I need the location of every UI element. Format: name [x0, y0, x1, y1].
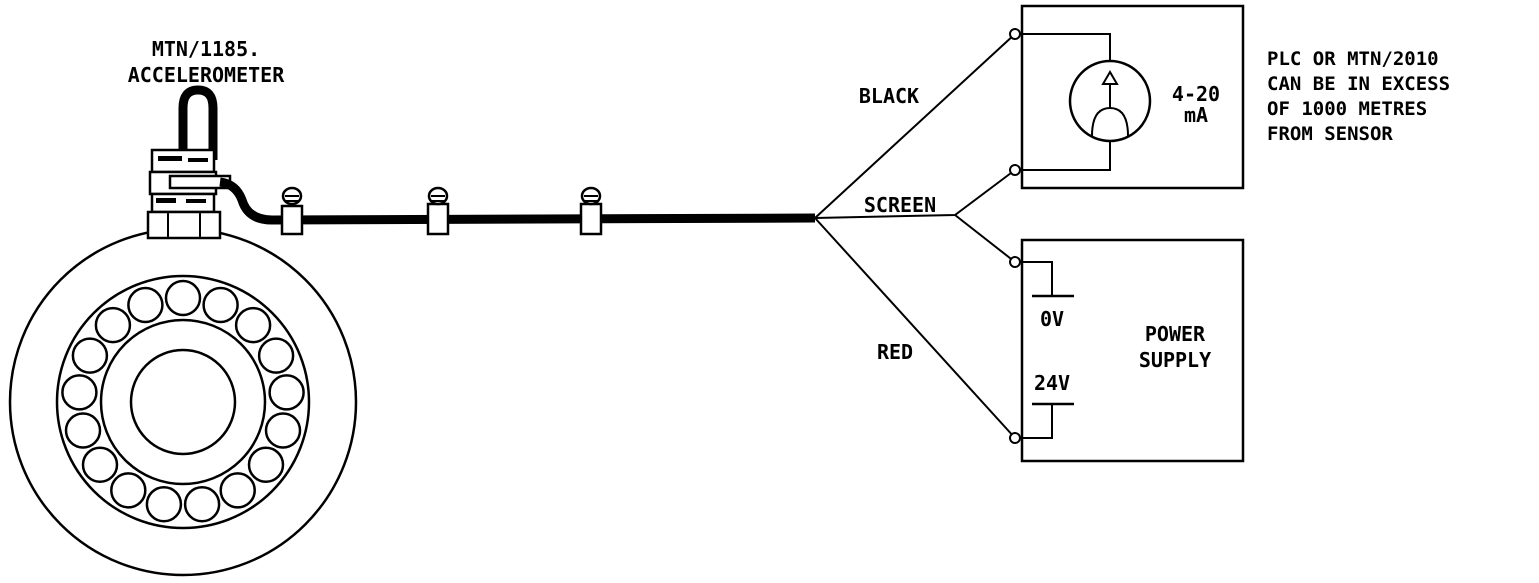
psu-terminal-top	[1009, 256, 1021, 268]
sensor-texture-2	[188, 158, 208, 162]
rolling-element	[257, 337, 295, 374]
rolling-elements	[61, 279, 305, 523]
bearing-race-outer	[55, 274, 311, 530]
screen-wire-label: SCREEN	[864, 193, 936, 217]
rolling-element	[234, 306, 272, 344]
rolling-element	[219, 472, 256, 509]
rolling-element	[64, 412, 102, 449]
sensor-texture-3	[156, 198, 176, 203]
sensor-mounting-nut	[146, 210, 222, 240]
psu-lead-24v	[1020, 404, 1053, 439]
ammeter-symbol	[1068, 59, 1152, 143]
sensor-texture-4	[186, 199, 206, 203]
meter-terminal-top	[1009, 28, 1021, 40]
rolling-element	[110, 472, 147, 509]
plc-note-line3: OF 1000 METRES	[1267, 98, 1427, 120]
rolling-element	[145, 485, 183, 523]
meter-box: 4-20 mA	[1009, 4, 1245, 190]
plc-note: PLC OR MTN/2010 CAN BE IN EXCESS OF 1000…	[1267, 48, 1450, 145]
bearing-housing	[8, 227, 358, 577]
cable-clip	[579, 186, 603, 236]
meter-lead-bottom	[1020, 140, 1111, 171]
wire-fan	[814, 33, 1016, 439]
black-wire	[814, 33, 1016, 219]
rolling-element	[247, 446, 285, 483]
power-supply-title-line2: SUPPLY	[1139, 348, 1211, 372]
label-24v: 24V	[1034, 371, 1070, 395]
rolling-element	[127, 286, 164, 324]
meter-unit-label: mA	[1184, 103, 1208, 127]
cable-clip	[280, 186, 304, 236]
rolling-element	[183, 485, 221, 523]
plc-note-line1: PLC OR MTN/2010	[1267, 48, 1439, 70]
cable-clip	[426, 186, 450, 236]
rolling-element	[61, 374, 98, 411]
accelerometer-sensor	[146, 85, 232, 240]
power-supply-box: 0V 24V POWER SUPPLY	[1009, 238, 1245, 463]
label-0v: 0V	[1040, 307, 1064, 331]
ammeter-dial-arc	[1091, 106, 1129, 137]
power-supply-frame	[1020, 238, 1245, 463]
rolling-element	[202, 286, 239, 324]
sensor-cable-loop	[178, 85, 218, 160]
screen-wire-to-psu	[954, 214, 1016, 263]
rolling-element	[81, 446, 119, 483]
rolling-element	[71, 337, 109, 374]
psu-lead-0v	[1020, 261, 1053, 296]
meter-lead-top	[1020, 33, 1111, 62]
sensor-texture-1	[158, 156, 182, 161]
plc-note-line4: FROM SENSOR	[1267, 123, 1393, 145]
rolling-element	[164, 279, 202, 317]
bearing-race-inner	[99, 318, 267, 486]
meter-box-frame	[1020, 4, 1245, 190]
rolling-element	[268, 374, 305, 411]
main-cable	[219, 177, 816, 225]
black-wire-label: BLACK	[859, 84, 919, 108]
plc-note-line2: CAN BE IN EXCESS	[1267, 73, 1450, 95]
red-wire-label: RED	[877, 340, 913, 364]
accelerometer-model-label: MTN/1185.	[152, 37, 260, 61]
ammeter-needle-arrow	[1101, 70, 1119, 85]
psu-terminal-bottom	[1009, 432, 1021, 444]
accelerometer-name-label: ACCELEROMETER	[128, 63, 285, 87]
power-supply-title-line1: POWER	[1145, 322, 1206, 346]
bearing-shaft	[129, 348, 237, 456]
rolling-element	[94, 306, 132, 344]
red-wire	[814, 217, 1016, 439]
rolling-element	[264, 412, 302, 449]
meter-range-label: 4-20	[1172, 82, 1220, 106]
meter-terminal-bottom	[1009, 164, 1021, 176]
